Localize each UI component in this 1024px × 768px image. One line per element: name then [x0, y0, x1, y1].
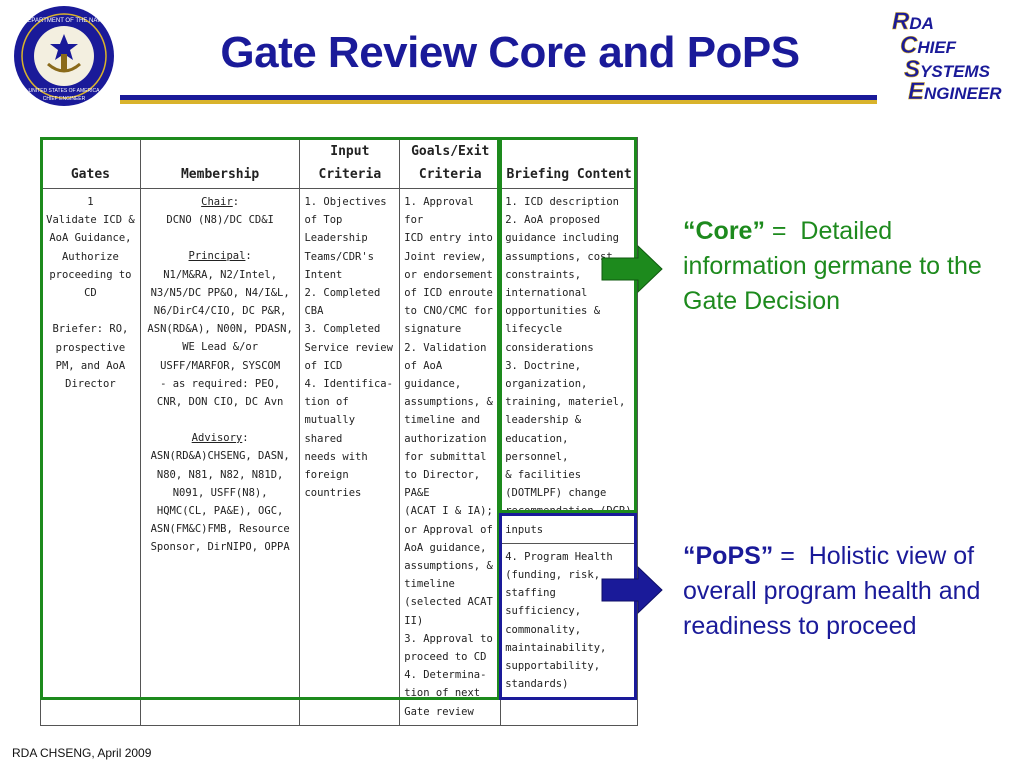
seal-center-text: UNITED STATES OF AMERICA: [29, 88, 101, 94]
cell-input-criteria: 1. Objectives of Top Leadership Teams/CD…: [299, 188, 401, 726]
header-input-criteria: Input Criteria: [299, 137, 401, 189]
header-membership: Membership: [139, 137, 301, 189]
seal-bottom-text: CHIEF ENGINEER: [43, 96, 86, 102]
header-goals-exit-criteria: Goals/Exit Criteria: [399, 137, 502, 189]
footer-text: RDA CHSENG, April 2009: [12, 746, 152, 760]
gate-review-table: Gates Membership Input Criteria Goals/Ex…: [40, 137, 638, 726]
logo-letter-e: E: [908, 78, 925, 106]
title-rule-blue: [120, 95, 877, 100]
core-description: “Core” = Detailed information germane to…: [683, 214, 1013, 319]
cell-membership: Chair: DCNO (N8)/DC CD&I Principal: N1/M…: [139, 188, 301, 726]
page-title: Gate Review Core and PoPS: [220, 28, 800, 77]
logo-r-rest: DA: [909, 14, 934, 33]
cell-goals-exit-criteria: 1. Approval for ICD entry into Joint rev…: [399, 188, 502, 726]
logo-letter-r: R: [892, 8, 910, 36]
advisory-text: ASN(RD&A)CHSENG, DASN, N80, N81, N82, N8…: [150, 450, 290, 554]
rda-chseng-logo: RDA CHIEF SYSTEMS ENGINEER: [890, 6, 1020, 106]
logo-letter-s: S: [904, 56, 921, 84]
logo-c-rest: HIEF: [917, 38, 957, 57]
chair-label: Chair: [201, 196, 233, 208]
logo-letter-c: C: [900, 32, 918, 60]
cell-briefing-core: 1. ICD description 2. AoA proposed guida…: [500, 188, 638, 544]
advisory-label: Advisory: [191, 432, 243, 445]
pops-eq: =: [773, 542, 809, 570]
cell-gates: 1 Validate ICD & AoA Guidance, Authorize…: [40, 188, 141, 726]
chair-text: DCNO (N8)/DC CD&I: [166, 214, 274, 227]
seal-top-text: DEPARTMENT OF THE NAVY: [23, 18, 105, 24]
logo-e-rest: NGINEER: [924, 84, 1002, 103]
core-eq: =: [764, 217, 801, 245]
logo-s-rest: YSTEMS: [920, 62, 990, 81]
cell-briefing-pops: 4. Program Health (funding, risk, staffi…: [500, 542, 638, 726]
pops-text: Holistic view of overall program health …: [683, 542, 981, 640]
principal-text: N1/M&RA, N2/Intel, N3/N5/DC PP&O, N4/I&L…: [147, 268, 293, 409]
navy-seal-logo: DEPARTMENT OF THE NAVY UNITED STATES OF …: [14, 6, 114, 106]
core-term: “Core”: [683, 217, 765, 245]
pops-arrow-icon: [601, 565, 663, 615]
header-briefing-content: Briefing Content: [500, 137, 638, 189]
pops-term: “PoPS”: [683, 542, 774, 570]
title-rule-gold: [120, 100, 877, 104]
header-gates: Gates: [40, 137, 141, 189]
core-arrow-icon: [601, 244, 663, 294]
pops-description: “PoPS” = Holistic view of overall progra…: [683, 539, 1013, 644]
core-text: Detailed information germane to the Gate…: [683, 217, 982, 315]
principal-label: Principal: [188, 250, 246, 263]
